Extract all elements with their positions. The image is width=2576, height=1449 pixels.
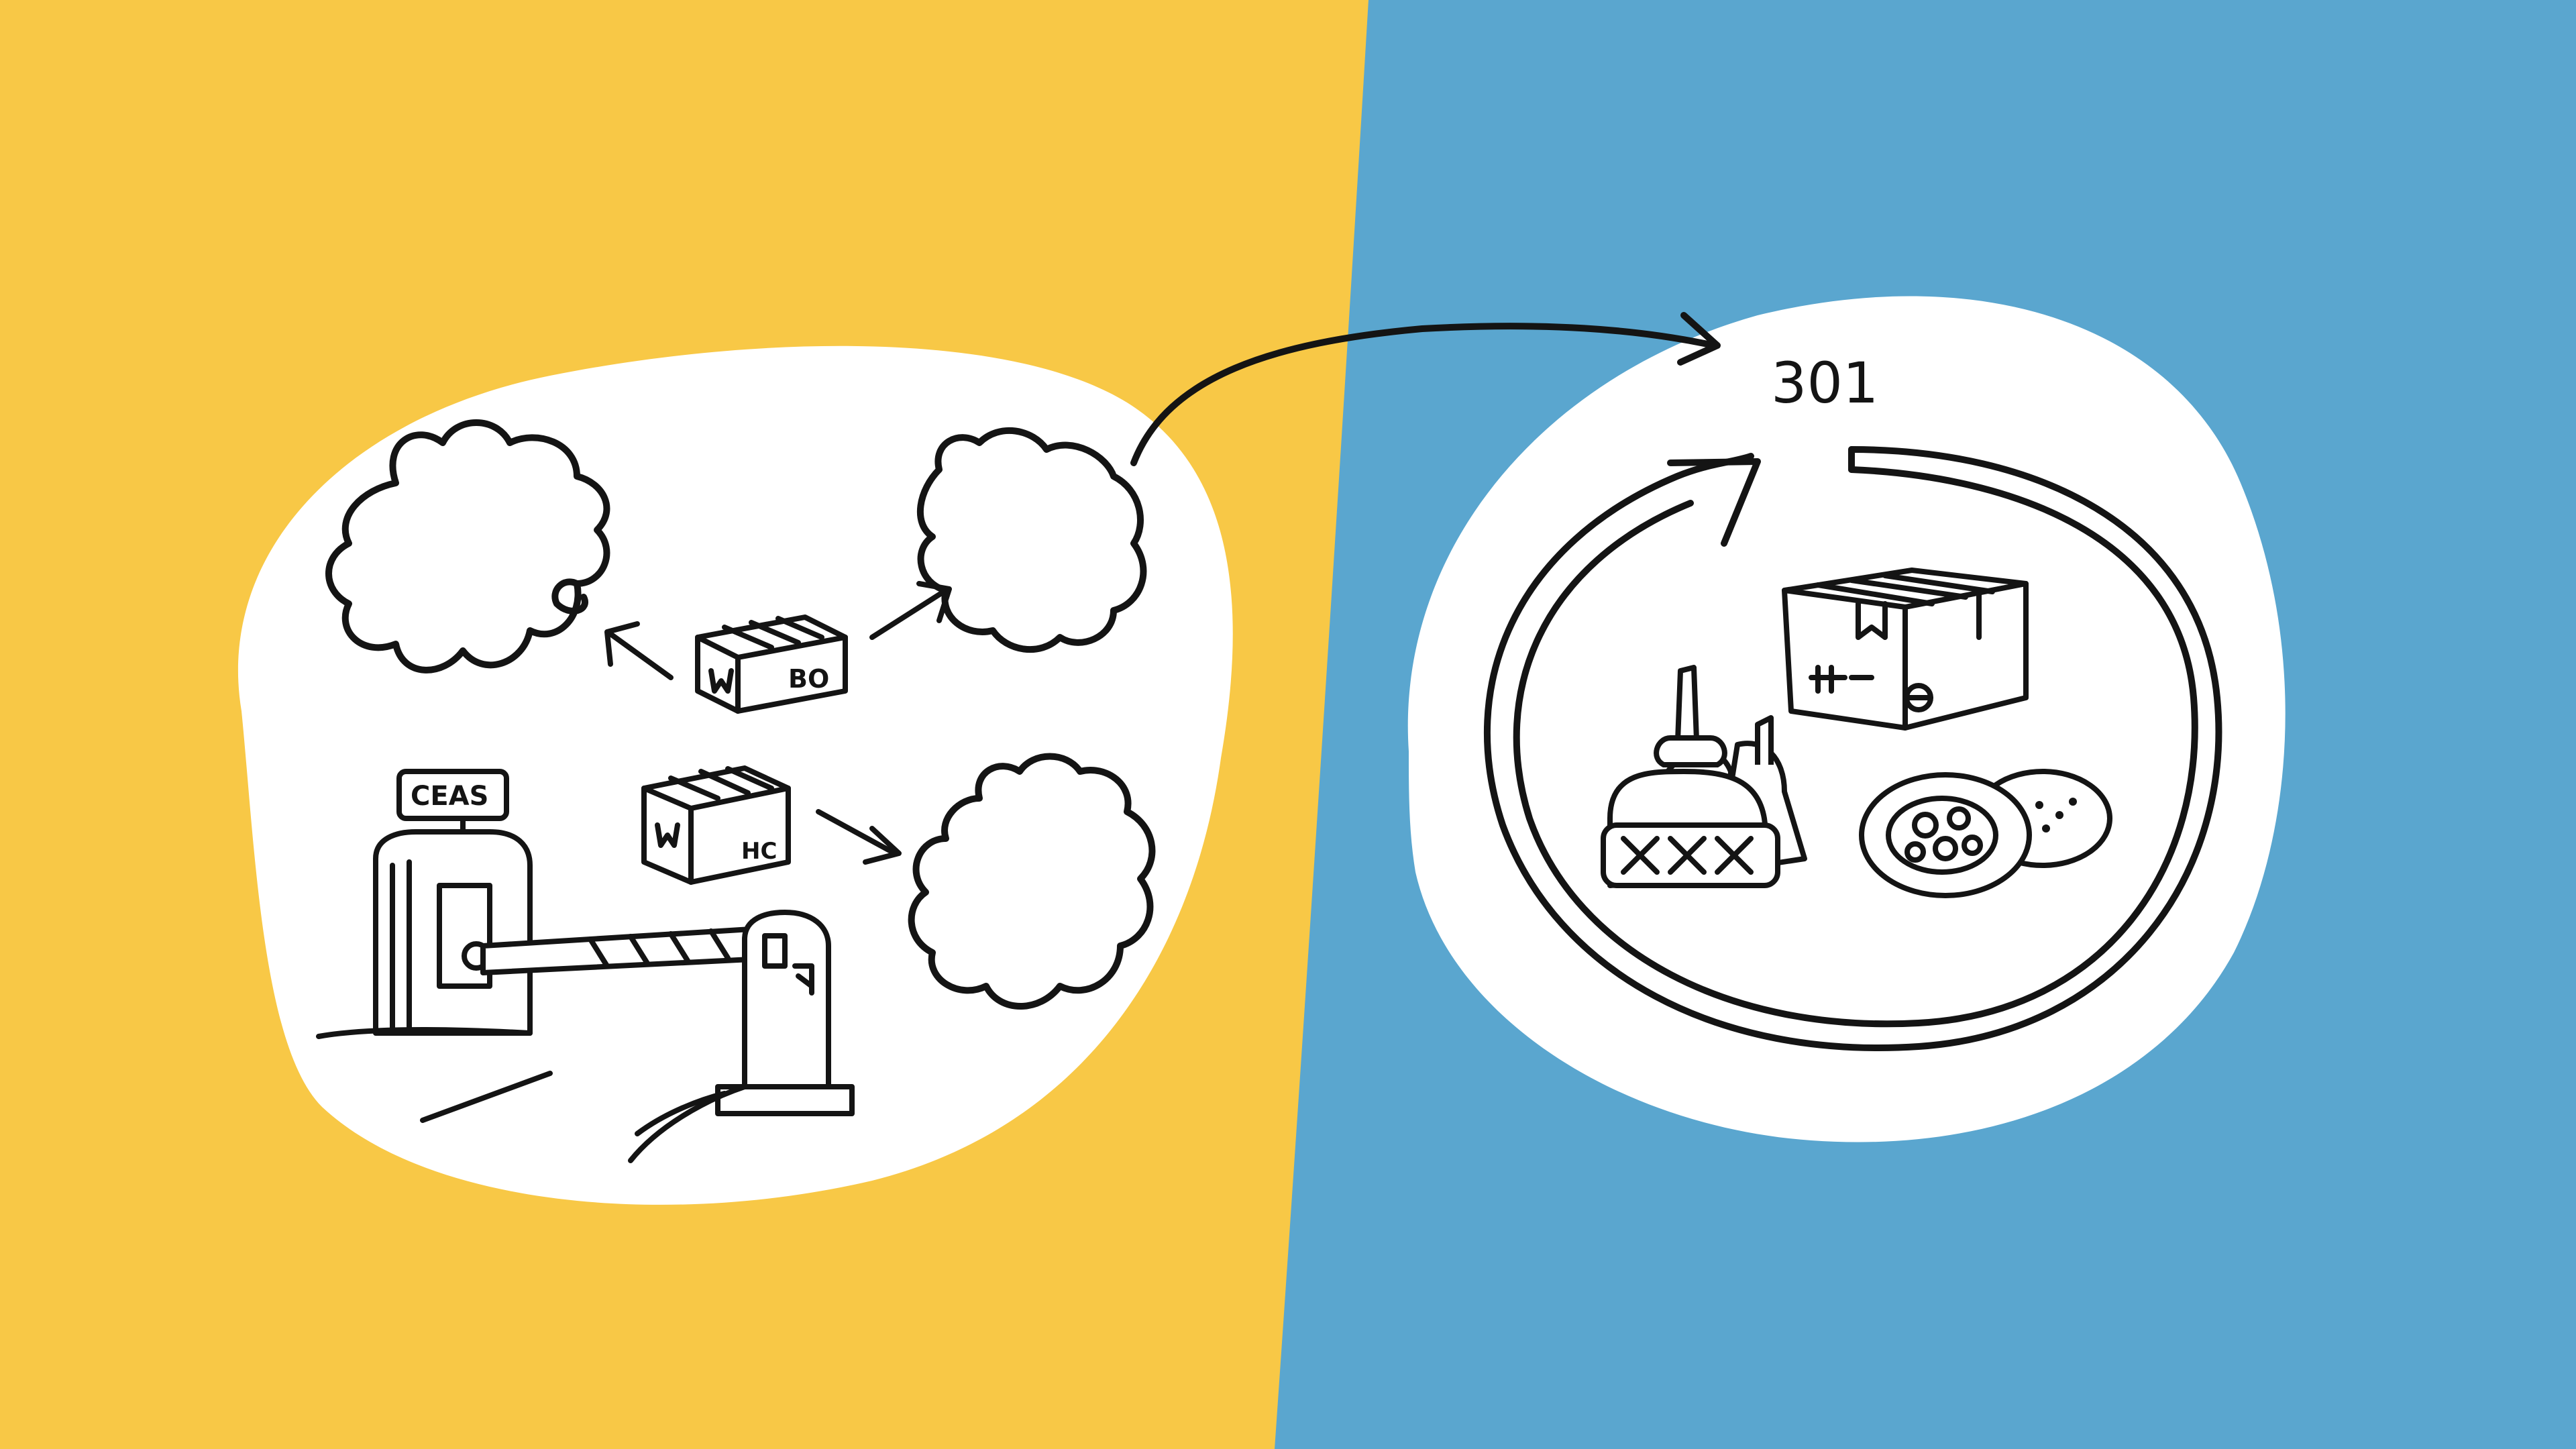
cloud-icon (908, 753, 1156, 1010)
plates-icon (1859, 769, 2112, 898)
package-box-icon: HC (641, 765, 791, 885)
circular-arrow-icon (1483, 446, 2222, 1052)
arrow-head-icon (1677, 312, 1721, 366)
road-icon (635, 1091, 727, 1136)
toll-gate-barrier-icon: CEAS (316, 769, 855, 1163)
package-box-icon (1782, 568, 2029, 731)
number-label: 301 (1771, 350, 1878, 416)
arrow-icon (816, 809, 895, 855)
arrow-head-icon (604, 621, 640, 667)
road-icon (420, 1071, 553, 1123)
arrow-head-icon (916, 581, 952, 623)
package-box-icon: BO (695, 614, 848, 714)
arrow-head-icon (863, 826, 902, 865)
cloud-icon (916, 427, 1147, 653)
food-basket-icon (1601, 769, 1780, 888)
cloud-icon (325, 419, 610, 674)
cloud-icon (551, 578, 588, 614)
arrow-icon (869, 588, 949, 640)
box-label: BO (788, 664, 829, 694)
gate-sign: CEAS (411, 781, 488, 812)
road-icon (628, 1084, 747, 1163)
road-icon (316, 1027, 533, 1039)
curved-arrow-icon (1130, 323, 1717, 466)
box-label: HC (741, 838, 777, 865)
arrow-icon (608, 631, 674, 680)
